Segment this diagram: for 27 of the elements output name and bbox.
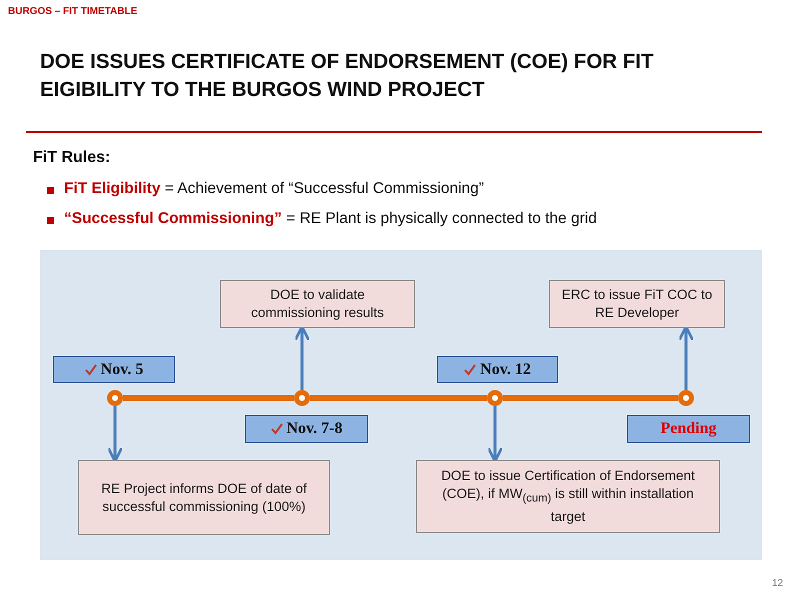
- arrow: [106, 406, 124, 463]
- section-heading: FiT Rules:: [33, 149, 110, 167]
- timeline-line: [123, 395, 294, 401]
- event-text: ERC to issue FiT COC to RE Developer: [560, 286, 714, 322]
- header-text: BURGOS – FIT TIMETABLE: [8, 6, 138, 17]
- event-text: RE Project informs DOE of date of successful commissioning (100%): [100, 480, 308, 516]
- date-text: Nov. 5: [100, 360, 144, 378]
- event-box: [78, 460, 330, 535]
- event-box: [220, 280, 415, 328]
- date-text: Nov. 12: [480, 360, 531, 378]
- event-box: [416, 460, 720, 533]
- page-number: 12: [772, 578, 784, 589]
- slide-title: DOE ISSUES CERTIFICATE OF ENDORSEMENT (COE) FOR FIT EIGIBILITY TO THE BURGOS WIND PROJECT: [40, 49, 654, 103]
- date-tag: [627, 415, 750, 443]
- date-tag: [245, 415, 368, 443]
- bullet-text: “Successful Commissioning” = RE Plant is physically connected to the grid: [64, 210, 597, 228]
- timeline-line: [310, 395, 487, 401]
- timeline-line: [503, 395, 678, 401]
- date-text: Nov. 7-8: [286, 420, 342, 438]
- arrow: [486, 406, 504, 463]
- event-text: DOE to issue Certification of Endorsement (COE), if MW$_{(cum)}$ is still within installation target: [440, 467, 696, 526]
- bullet-text: FiT Eligibility = Achievement of “Successful Commissioning”: [64, 180, 484, 198]
- date-tag: [437, 356, 558, 383]
- event-box: [549, 280, 725, 328]
- event-text: DOE to validate commissioning results: [250, 286, 385, 322]
- date-tag: [53, 356, 175, 383]
- date-text: Pending: [660, 420, 716, 438]
